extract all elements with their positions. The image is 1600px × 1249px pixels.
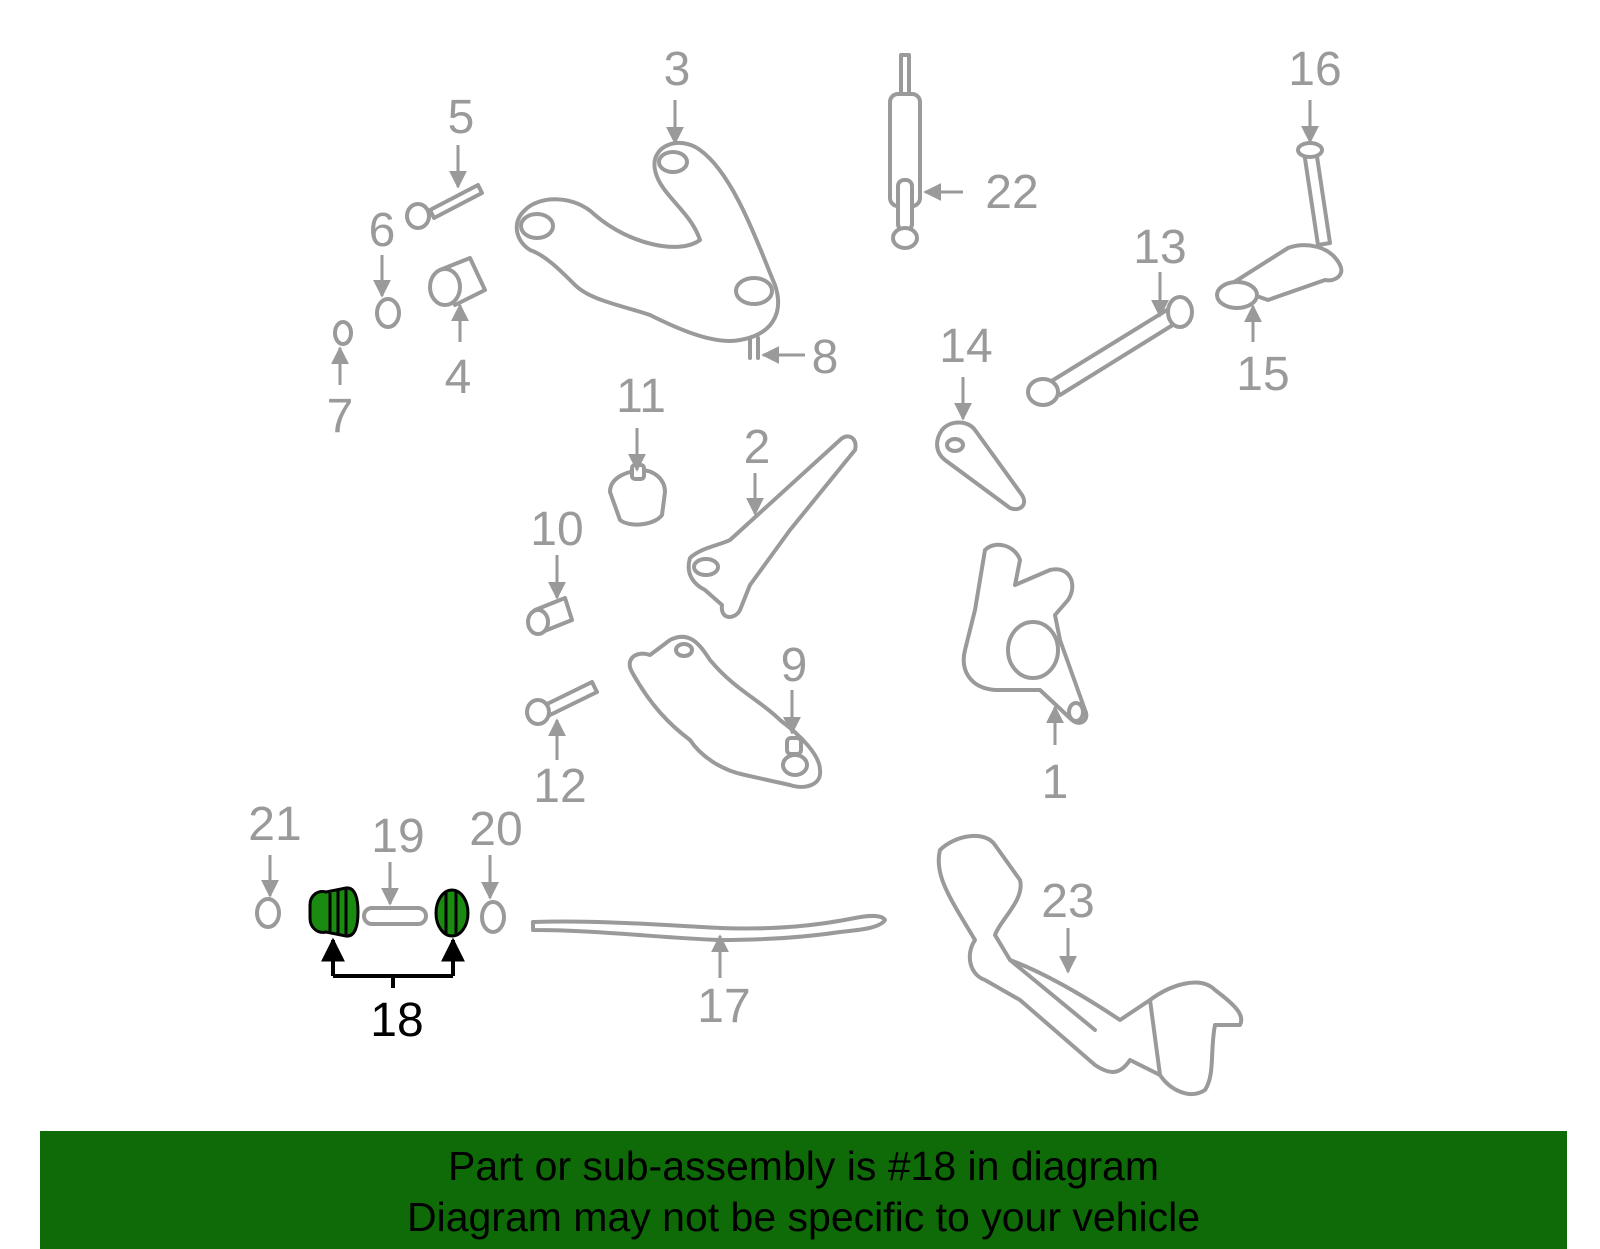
callout-2: 2 [744, 421, 771, 474]
callout-3: 3 [664, 43, 691, 96]
callout-15: 15 [1236, 348, 1289, 401]
callout-14: 14 [939, 320, 992, 373]
suspension-parts-diagram: 1 2 3 4 5 6 7 8 9 10 11 12 13 14 15 16 1… [248, 43, 1344, 1096]
callout-19: 19 [371, 810, 424, 863]
callout-18: 18 [370, 994, 423, 1047]
part-18-bushing-set[interactable] [308, 886, 470, 938]
part-20-washer [480, 900, 506, 934]
callout-10: 10 [530, 503, 583, 556]
info-line-part: Part or sub-assembly is #18 in diagram [448, 1143, 1159, 1189]
info-line-disclaimer: Diagram may not be specific to your vehi… [406, 1194, 1200, 1240]
part-15-bracket [1215, 243, 1344, 310]
info-banner: Part or sub-assembly is #18 in diagram D… [40, 1131, 1567, 1249]
callout-20: 20 [469, 803, 522, 856]
callout-21: 21 [248, 798, 301, 851]
part-10-bushing [526, 596, 574, 636]
part-6-washer [375, 297, 401, 329]
part-7-ring [333, 320, 353, 346]
callout-7: 7 [327, 390, 354, 443]
part-1-steering-knuckle [961, 542, 1089, 725]
part-17-stabilizer-bar [531, 913, 887, 942]
part-23-crossmember [936, 833, 1244, 1096]
part-22-shock-absorber [888, 53, 922, 250]
callout-11: 11 [616, 370, 666, 423]
callout-1: 1 [1042, 756, 1069, 809]
callout-16: 16 [1288, 43, 1341, 96]
part-12-bolt [525, 680, 599, 726]
callout-12: 12 [533, 760, 586, 813]
callout-23: 23 [1041, 875, 1094, 928]
part-13-strut-rod [1026, 295, 1194, 407]
part-21-washer [255, 897, 281, 929]
part-16-bolt [1296, 141, 1332, 247]
callout-6: 6 [369, 204, 396, 257]
part-4-bushing [428, 256, 487, 307]
part-14-bracket [935, 420, 1027, 512]
callout-17: 17 [697, 980, 750, 1033]
part-3-upper-control-arm [514, 140, 781, 360]
leader-18-bracket [321, 937, 465, 988]
callout-13: 13 [1133, 221, 1186, 274]
callout-22: 22 [985, 166, 1038, 219]
callout-4: 4 [445, 351, 472, 404]
part-19-sleeve [362, 906, 428, 926]
callout-5: 5 [448, 91, 475, 144]
part-9-lower-control-arm [627, 634, 823, 789]
part-11-bump-stop [608, 463, 667, 527]
part-2-lower-arm-link [686, 434, 858, 619]
callout-8: 8 [812, 331, 839, 384]
part-5-bolt [405, 183, 484, 230]
callout-9: 9 [781, 639, 808, 692]
